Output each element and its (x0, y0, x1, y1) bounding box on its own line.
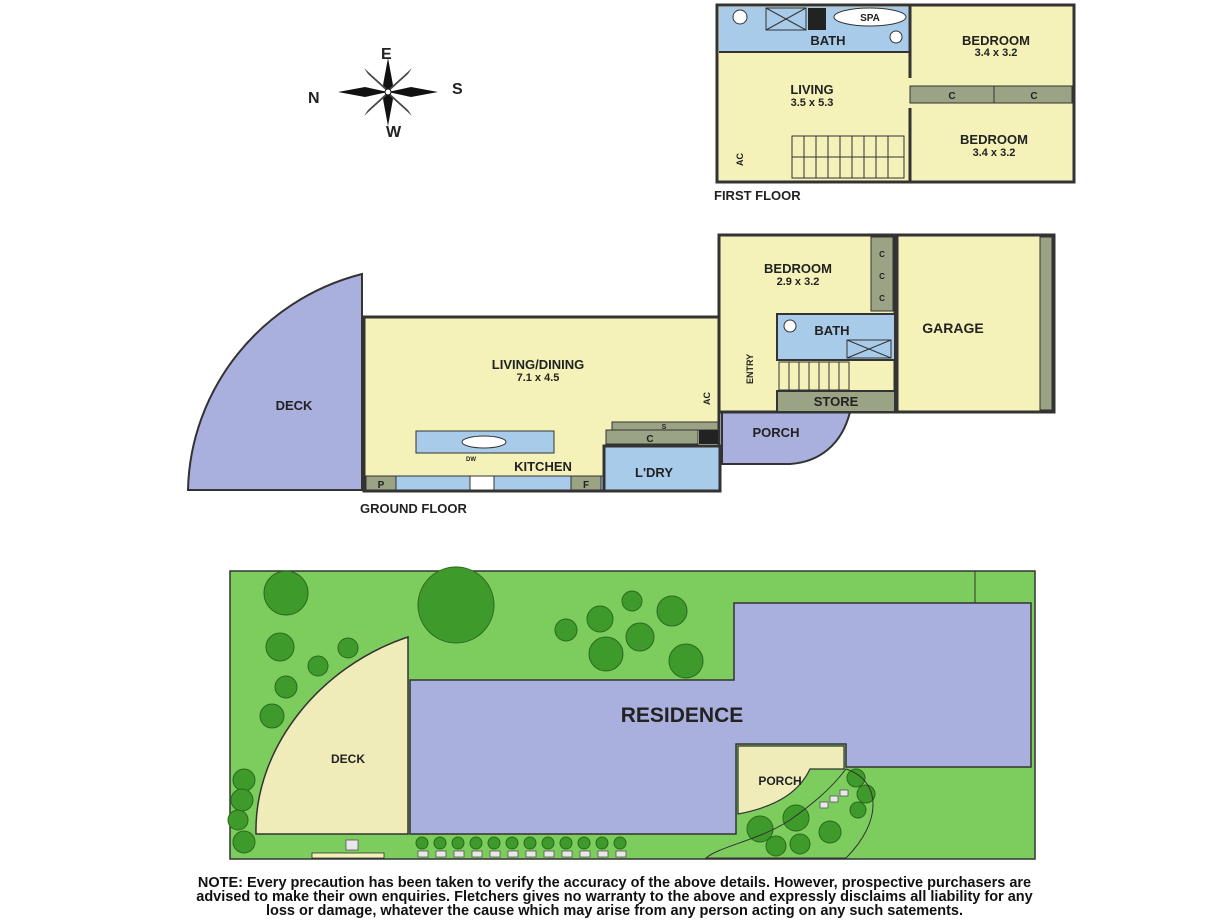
disclaimer-line-3: loss or damage, whatever the cause which… (265, 903, 964, 919)
site-porch-label: PORCH (758, 774, 801, 788)
living-dining-size: 7.1 x 4.5 (517, 372, 560, 384)
ground-bath-label: BATH (814, 323, 849, 338)
fridge-label: F (583, 480, 589, 491)
store-label: STORE (814, 394, 859, 409)
residence-label: RESIDENCE (621, 704, 744, 727)
ground-ac: AC (702, 392, 712, 405)
cooktop (469, 475, 495, 491)
garden-trees (227, 566, 876, 857)
site-plan: DECK RESIDENCE PORCH (227, 566, 1036, 860)
entry-label: ENTRY (745, 354, 755, 384)
first-floor-label: FIRST FLOOR (714, 188, 801, 203)
residence-footprint (409, 602, 1032, 835)
first-floor-living-size: 3.5 x 5.3 (791, 97, 834, 109)
stairs (791, 135, 905, 179)
disclaimer-line-1: NOTE: Every precaution has been taken to… (197, 875, 1032, 891)
pantry-label: P (378, 480, 385, 491)
spa-label: SPA (860, 13, 880, 24)
ground-robe-c3: C (879, 294, 885, 303)
ground-porch-label: PORCH (753, 425, 800, 440)
laundry-shelf-label: S (662, 424, 667, 431)
toilet-fixture (889, 30, 903, 44)
robe-c-2: C (1030, 91, 1037, 102)
garage-label: GARAGE (922, 320, 983, 336)
ground-deck (186, 272, 363, 491)
ground-bath-room (776, 313, 896, 361)
laundry-label: L'DRY (635, 465, 673, 480)
compass-rose-icon (338, 58, 438, 126)
compass: E N S W (308, 46, 463, 141)
disclaimer-note: NOTE: Every precaution has been taken to… (0, 875, 1229, 919)
laundry-room (602, 444, 722, 493)
ground-robe (870, 236, 894, 312)
robe-c-1: C (948, 91, 955, 102)
shrub-row (415, 836, 627, 850)
dishwasher-label: DW (466, 457, 476, 463)
bedroom2-name: BEDROOM (960, 132, 1028, 147)
compass-west: W (386, 124, 402, 141)
laundry-cupboard-label: C (646, 434, 653, 445)
first-floor-living-name: LIVING (790, 82, 833, 97)
basin-fixture (732, 9, 748, 25)
ground-floor-plan: DECK LIVING/DINING 7.1 x 4.5 DW P F KITC… (186, 233, 1056, 516)
site-deck-label: DECK (331, 752, 365, 766)
compass-north: N (308, 90, 320, 107)
robe-strip (909, 85, 1073, 104)
first-floor-ac: AC (735, 153, 745, 166)
bedroom2-size: 3.4 x 3.2 (973, 147, 1016, 159)
bedroom1-size: 3.4 x 3.2 (975, 47, 1018, 59)
compass-east: E (381, 46, 392, 63)
disclaimer-line-2: advised to make their own enquiries. Fle… (196, 889, 1033, 905)
store-room (776, 390, 896, 413)
ground-basin (783, 319, 797, 333)
compass-south: S (452, 81, 463, 98)
first-floor-plan: SPA BATH BEDROOM 3.4 x 3.2 C C BEDROOM 3… (714, 3, 1076, 203)
spa-fixture (833, 7, 907, 27)
ground-robe-c2: C (879, 272, 885, 281)
ground-bedroom-name: BEDROOM (764, 261, 832, 276)
kitchen-label: KITCHEN (514, 459, 572, 474)
kitchen-sink (461, 435, 507, 449)
living-dining-name: LIVING/DINING (492, 357, 584, 372)
ground-floor-label: GROUND FLOOR (360, 501, 467, 516)
bedroom1-name: BEDROOM (962, 33, 1030, 48)
site-porch (737, 745, 845, 815)
paving-stones (345, 789, 849, 858)
site-deck (255, 635, 409, 835)
ground-robe-c1: C (879, 250, 885, 259)
ground-deck-label: DECK (276, 398, 313, 413)
first-floor-bath-label: BATH (810, 33, 845, 48)
ground-bedroom-size: 2.9 x 3.2 (777, 276, 820, 288)
garage-room (895, 233, 1056, 414)
